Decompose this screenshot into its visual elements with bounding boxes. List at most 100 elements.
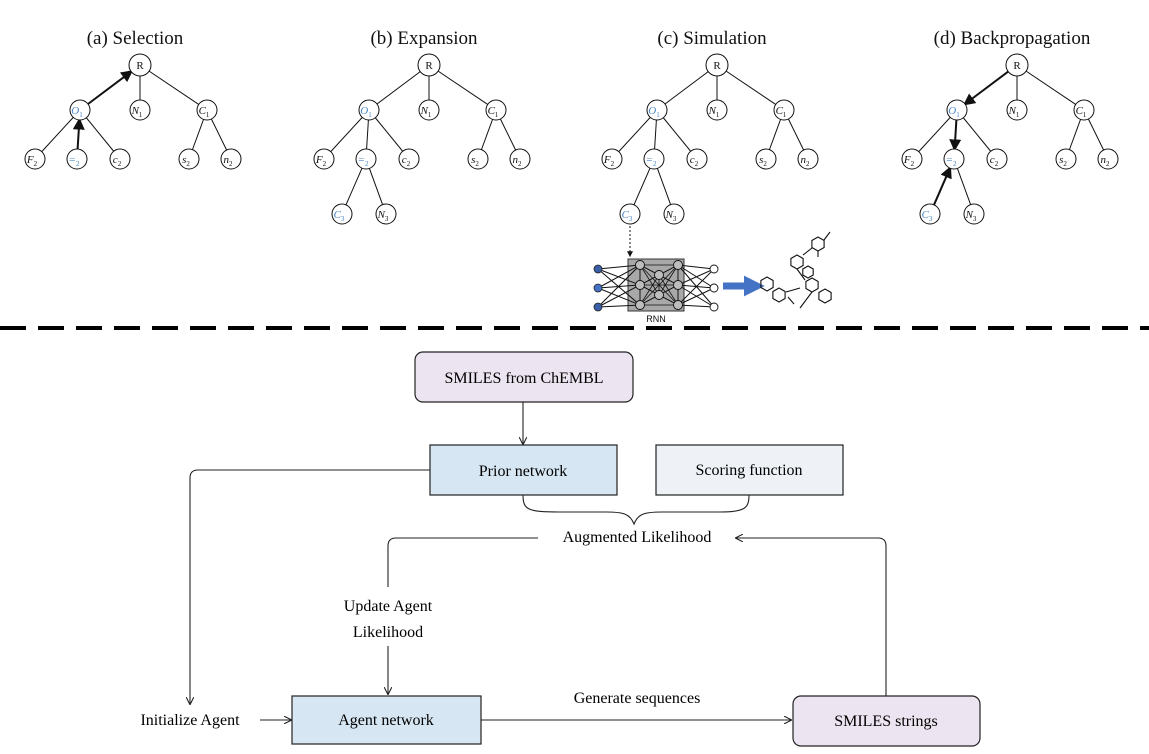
level2-node-label: F2 [315, 154, 327, 168]
molecule-ring [811, 236, 825, 252]
edge-l1-l2 [41, 117, 74, 152]
rnn-output-node [709, 283, 719, 293]
tree-node-level2 [943, 148, 965, 170]
level1-node-symbol: C [199, 105, 207, 117]
level2-node-label: n2 [513, 154, 523, 168]
rnn-connection [597, 304, 641, 308]
level2-node-subscript: 2 [407, 160, 411, 168]
reinvent-flowchart: SMILES from ChEMBL Prior network Scoring… [140, 351, 981, 747]
rnn-connection [597, 264, 641, 308]
edge-root-l1 [87, 70, 134, 105]
tree-node-level2 [398, 148, 420, 170]
rnn-connection [677, 304, 715, 308]
molecule-bond [785, 287, 801, 293]
level2-node-label: =2 [358, 154, 369, 168]
rnn-input-node [593, 283, 603, 293]
tree-node-level2 [66, 148, 88, 170]
level1-node-label: C1 [1076, 105, 1087, 119]
level2-node-symbol: c [690, 154, 695, 166]
edge-l1-l2 [768, 119, 782, 150]
tree-node-level1 [646, 99, 668, 121]
level1-node-subscript: 1 [956, 111, 960, 119]
edge-l1-l2 [949, 119, 962, 152]
level2-node-subscript: 2 [186, 160, 190, 168]
rnn-connection [658, 274, 679, 306]
rnn-connection [597, 284, 641, 308]
scoring-function-node: Scoring function [655, 444, 844, 496]
level2-node-subscript: 2 [365, 160, 369, 168]
level3-node-symbol: C [922, 209, 930, 221]
level1-node-label: N1 [420, 105, 432, 119]
rnn-hidden-node [635, 300, 645, 310]
level2-node-label: =2 [946, 154, 957, 168]
rnn-label: RNN [646, 314, 666, 324]
tree-node-level3 [375, 203, 397, 225]
level1-node-subscript: 1 [495, 111, 499, 119]
edge-l1-l2 [662, 117, 692, 152]
tree-node-level2 [986, 148, 1008, 170]
level1-node-label: C1 [199, 105, 210, 119]
level3-node-label: C3 [622, 209, 633, 223]
level1-node-symbol: N [131, 105, 140, 117]
tree-node-level2 [643, 148, 665, 170]
panel-title: (c) Simulation [657, 28, 767, 49]
level2-node-symbol: F [903, 154, 911, 166]
edge-l1-l2 [962, 117, 992, 152]
edge-root-l1 [437, 70, 488, 105]
molecule-bond [796, 268, 806, 281]
edge-l1-l2 [330, 117, 363, 152]
tree-node-level2 [797, 148, 819, 170]
level1-node-subscript: 1 [1016, 111, 1020, 119]
level2-node-symbol: c [402, 154, 407, 166]
edge-l1-l2 [618, 117, 651, 152]
edge-l1-l2 [374, 117, 404, 152]
rnn-hidden-node [635, 260, 645, 270]
edge-l2-l3 [345, 167, 363, 206]
edge-l1-l2 [85, 117, 115, 152]
level2-node-symbol: F [603, 154, 611, 166]
level1-node-subscript: 1 [79, 111, 83, 119]
level2-node-label: c2 [990, 154, 999, 168]
molecule-bond [802, 247, 813, 256]
tree-node-level2 [1055, 148, 1077, 170]
level2-node-subscript: 2 [34, 160, 38, 168]
level2-node-label: =2 [646, 154, 657, 168]
level1-node-symbol: N [1008, 105, 1017, 117]
level2-node-subscript: 2 [118, 160, 122, 168]
level1-node-label: O1 [360, 105, 372, 119]
edge-l1-l2 [210, 118, 228, 151]
molecule-ring [805, 277, 819, 293]
rnn-hidden-node [673, 300, 683, 310]
tree-node-level2 [755, 148, 777, 170]
edge-root-l1 [725, 70, 776, 105]
level1-node-symbol: O [948, 105, 956, 117]
level3-node-symbol: C [622, 209, 630, 221]
edge-l2-l3 [933, 165, 952, 206]
level1-node-subscript: 1 [428, 111, 432, 119]
level2-node-label: c2 [113, 154, 122, 168]
rnn-connection [639, 274, 660, 306]
combine-brace [522, 494, 750, 526]
rnn-hidden-node [673, 260, 683, 270]
level2-node-symbol: s [1059, 154, 1063, 166]
level1-node-subscript: 1 [139, 111, 143, 119]
level2-node-label: c2 [690, 154, 699, 168]
edge-root-l1 [376, 71, 421, 105]
rnn-output-node [709, 264, 719, 274]
level2-node-label: n2 [224, 154, 234, 168]
level2-node-symbol: = [69, 154, 76, 166]
root-node-label: R [1013, 60, 1021, 72]
level3-node-subscript: 3 [629, 215, 633, 223]
level2-node-subscript: 2 [323, 160, 327, 168]
rnn-hidden-node [673, 280, 683, 290]
tree-node-level2 [601, 148, 623, 170]
level1-node-subscript: 1 [656, 111, 660, 119]
level2-node-subscript: 2 [653, 160, 657, 168]
rnn-hidden-node [635, 280, 645, 290]
edge-l1-l2 [191, 119, 205, 150]
level2-node-subscript: 2 [763, 160, 767, 168]
tree-node-level2 [178, 148, 200, 170]
tree-node-root [417, 53, 441, 77]
